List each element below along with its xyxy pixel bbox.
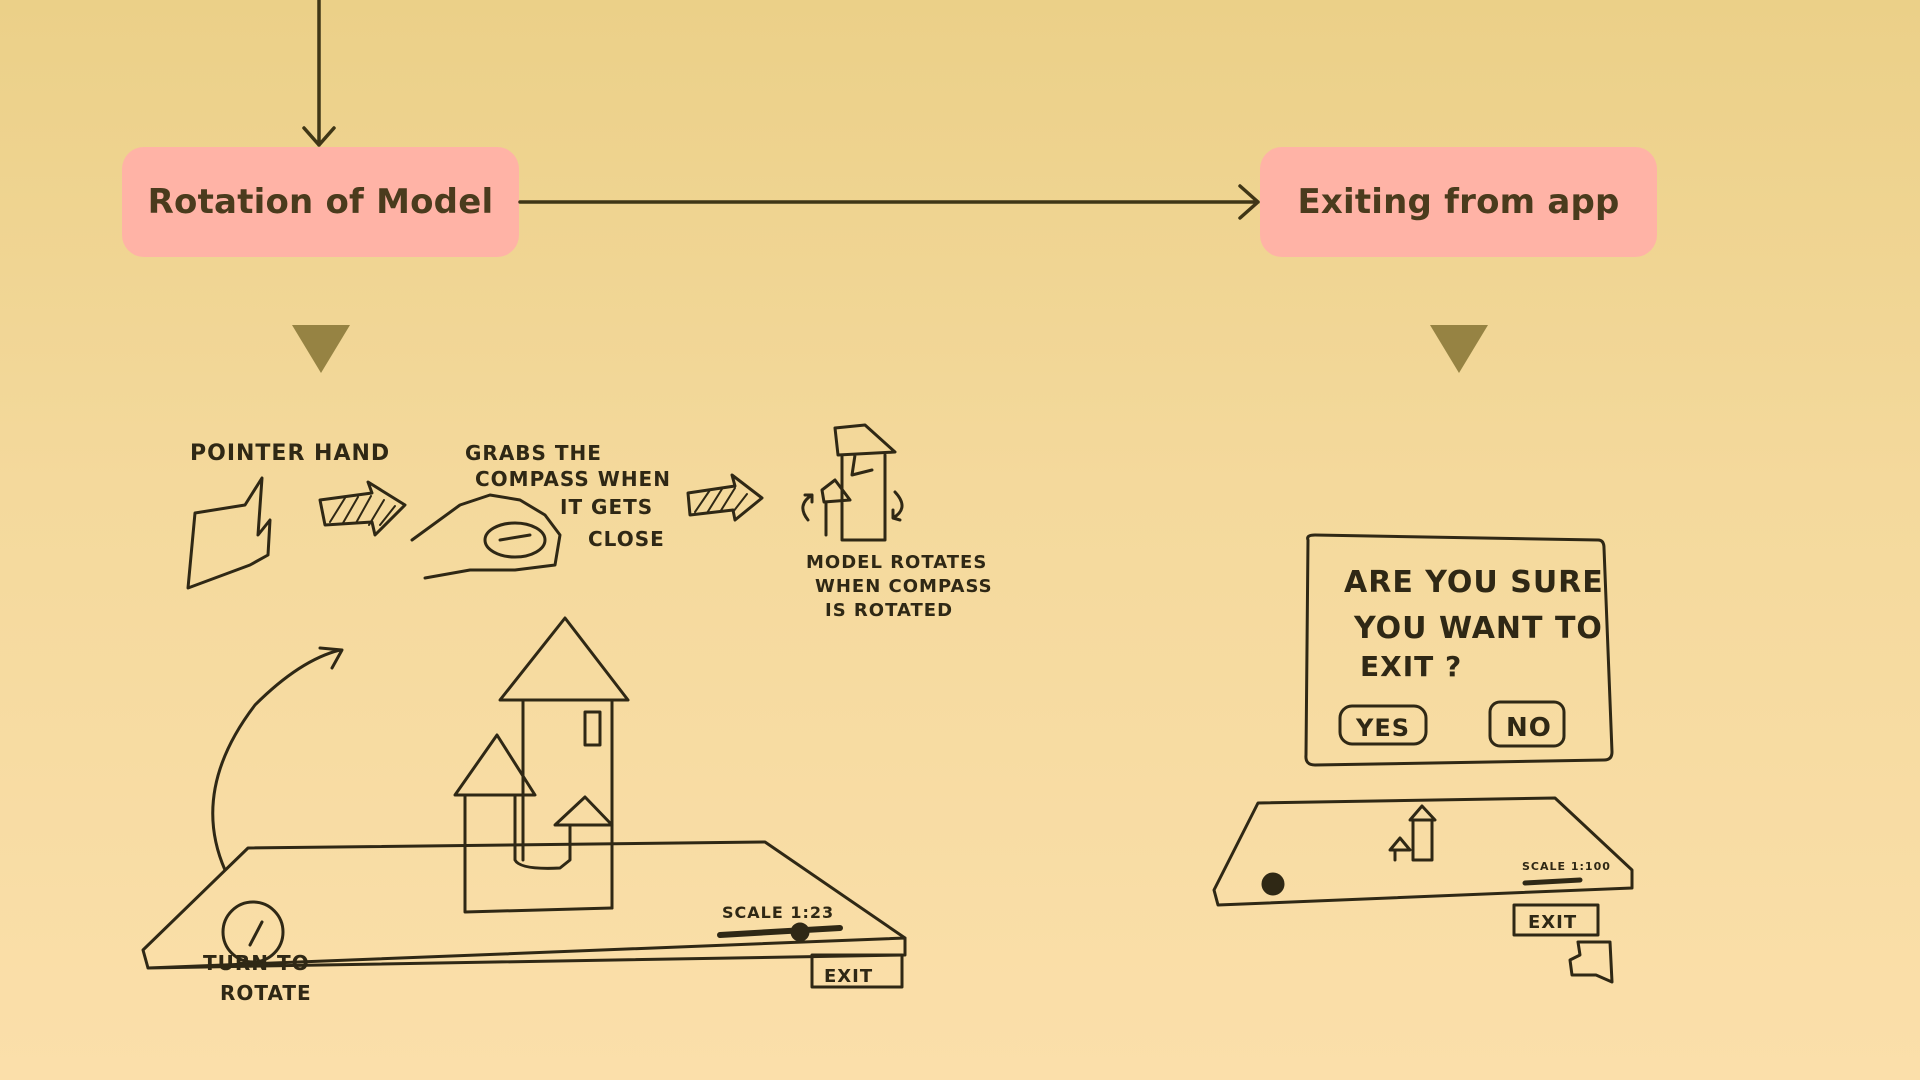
label-grabs-3: IT GETS xyxy=(560,495,653,519)
label-exit-right: EXIT xyxy=(1528,912,1577,933)
label-model-rotates-3: IS ROTATED xyxy=(825,600,953,621)
curved-arrow xyxy=(213,648,342,870)
label-model-rotates-1: MODEL ROTATES xyxy=(806,552,987,573)
rotate-arrow-left xyxy=(803,495,812,520)
hatched-arrow-2 xyxy=(688,475,762,520)
label-scale-right: SCALE 1:100 xyxy=(1522,860,1611,873)
rotate-arrow-right xyxy=(893,492,902,520)
connector-arrow xyxy=(520,186,1258,218)
label-exit: EXIT xyxy=(824,966,873,987)
label-grabs-1: GRABS THE xyxy=(465,441,602,465)
dialog-line-1: ARE YOU SURE xyxy=(1344,565,1604,600)
pointer-hand-drawing xyxy=(188,478,270,588)
scale-slider-drawing xyxy=(720,928,840,935)
dialog-line-2: YOU WANT TO xyxy=(1353,611,1603,646)
label-grabs-4: CLOSE xyxy=(588,527,665,551)
label-scale: SCALE 1:23 xyxy=(722,903,834,922)
yes-label: YES xyxy=(1355,714,1410,742)
incoming-arrow xyxy=(304,0,334,145)
pointer-hand-right xyxy=(1570,942,1612,982)
label-model-rotates-2: WHEN COMPASS xyxy=(815,576,993,597)
no-label: NO xyxy=(1506,713,1552,743)
down-triangle-right xyxy=(1430,325,1488,373)
label-grabs-2: COMPASS WHEN xyxy=(475,467,671,491)
down-triangle-left xyxy=(292,325,350,373)
label-rotate: ROTATE xyxy=(220,981,312,1005)
label-pointer-hand: POINTER HAND xyxy=(190,441,390,466)
dialog-line-3: EXIT ? xyxy=(1360,650,1462,683)
label-turn-to: TURN TO xyxy=(203,951,310,975)
small-model-drawing xyxy=(822,425,895,540)
